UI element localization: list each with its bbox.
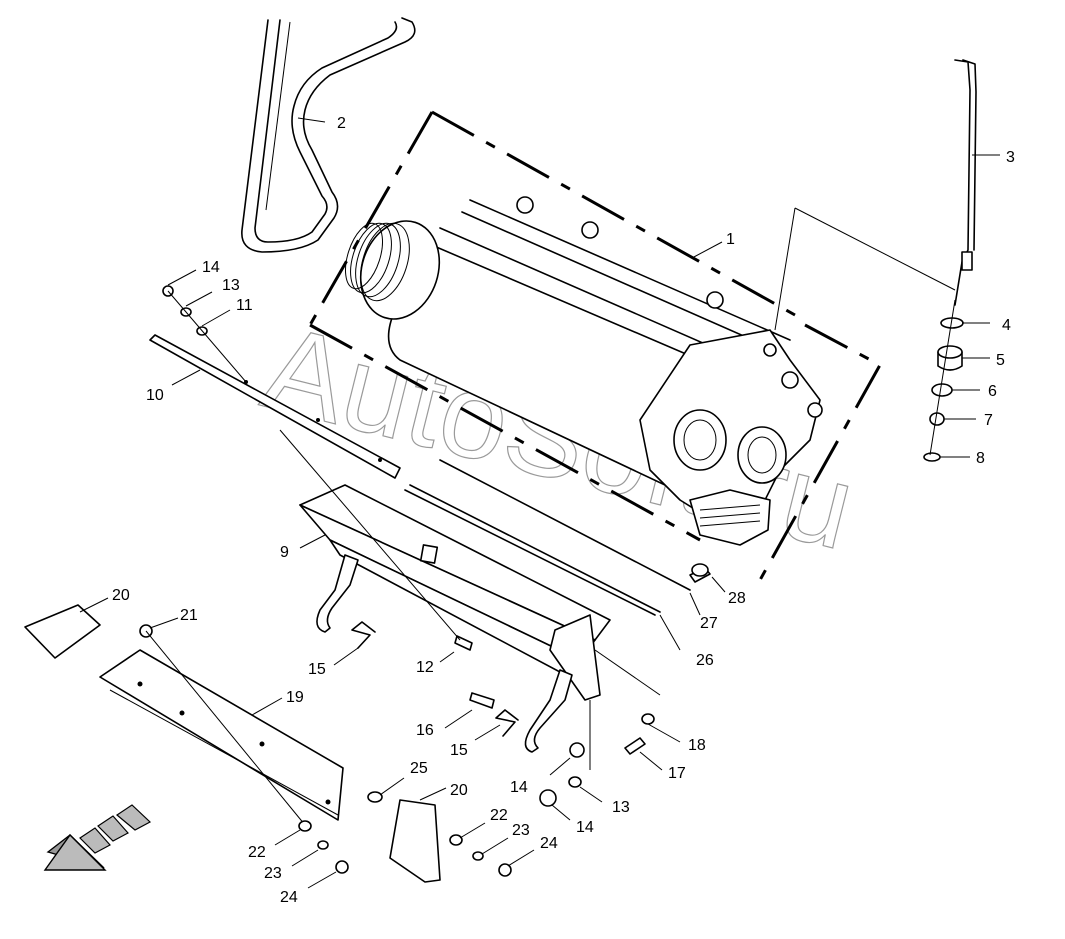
- label-part-11: 11: [236, 297, 253, 314]
- label-part-23-right: 23: [512, 822, 530, 839]
- label-part-5: 5: [996, 352, 1005, 369]
- label-part-13-upper: 13: [222, 277, 240, 294]
- clips: [351, 621, 519, 737]
- part-number-labels: 1 2 3 4 5 6 7 8 9 10 11 12 13 13 14 14 1…: [112, 115, 1015, 906]
- drive-belt: [241, 17, 416, 253]
- drive-assembly: [345, 196, 823, 546]
- label-part-23-left: 23: [264, 865, 282, 882]
- label-part-8: 8: [976, 450, 985, 467]
- assembly-outline: [308, 110, 883, 581]
- leader-lines: [79, 117, 1000, 889]
- label-part-22-left: 22: [248, 844, 266, 861]
- label-part-25: 25: [410, 760, 428, 777]
- label-part-10: 10: [146, 387, 164, 404]
- label-part-1: 1: [726, 231, 735, 248]
- label-part-12: 12: [416, 659, 434, 676]
- label-part-15-left: 15: [308, 661, 326, 678]
- label-part-20-right: 20: [450, 782, 468, 799]
- front-direction-arrow-icon: [43, 804, 152, 871]
- label-part-9: 9: [280, 544, 289, 561]
- label-part-3: 3: [1006, 149, 1015, 166]
- small-plates: [24, 604, 512, 883]
- lower-tray: [299, 484, 611, 753]
- label-part-28: 28: [728, 590, 746, 607]
- label-part-26: 26: [696, 652, 714, 669]
- label-part-6: 6: [988, 383, 997, 400]
- skid-plate: [99, 624, 349, 874]
- label-part-14-upper: 14: [202, 259, 220, 276]
- lower-nuts: [539, 649, 661, 807]
- washer-6: [931, 383, 953, 397]
- pulley-ribs: [345, 222, 410, 302]
- label-part-14-middle: 14: [510, 779, 528, 796]
- label-part-15-right: 15: [450, 742, 468, 759]
- label-part-7: 7: [984, 412, 993, 429]
- label-part-27: 27: [700, 615, 718, 632]
- label-part-22-right: 22: [490, 807, 508, 824]
- label-part-24-left: 24: [280, 889, 298, 906]
- label-part-2: 2: [337, 115, 346, 132]
- mount-stack: [923, 299, 964, 462]
- nut-7: [929, 412, 945, 426]
- strip-hardware: [162, 285, 247, 383]
- label-part-19: 19: [286, 689, 304, 706]
- label-part-16: 16: [416, 722, 434, 739]
- guide-rods: [404, 459, 691, 616]
- label-part-13-lower: 13: [612, 799, 630, 816]
- label-part-18: 18: [688, 737, 706, 754]
- label-part-4: 4: [1002, 317, 1011, 334]
- clip-8: [923, 452, 941, 462]
- support-rod: [774, 59, 977, 331]
- bolts: [279, 429, 711, 755]
- label-part-21: 21: [180, 607, 198, 624]
- label-part-17: 17: [668, 765, 686, 782]
- label-part-14-lower: 14: [576, 819, 594, 836]
- label-part-20-left: 20: [112, 587, 130, 604]
- label-part-24-right: 24: [540, 835, 558, 852]
